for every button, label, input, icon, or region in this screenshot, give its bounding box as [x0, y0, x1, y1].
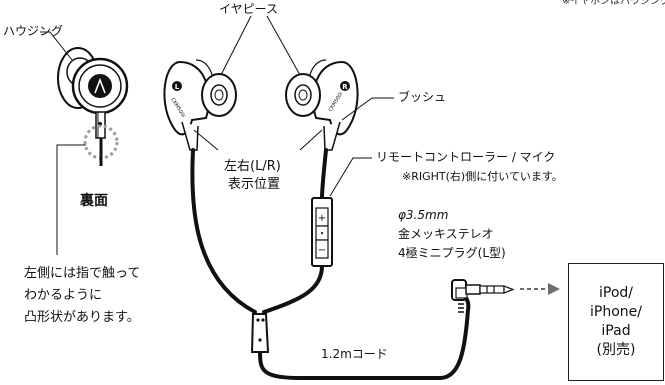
- right-earphone: R CKM500i: [285, 59, 359, 151]
- cord-length-label: 1.2mコード: [321, 347, 388, 361]
- remote-controller: + ・ −: [311, 197, 333, 267]
- eartip-label: イヤピース: [219, 2, 279, 16]
- volume-up-button: +: [318, 213, 326, 224]
- connection-arrow-head: [548, 283, 560, 295]
- eartip-leader-left: [220, 15, 252, 76]
- device-sold-separately: (別売): [596, 341, 636, 358]
- left-earphone: L CKM500i: [163, 59, 237, 151]
- device-iphone: iPhone/: [590, 304, 642, 321]
- back-view-earphone: [57, 47, 129, 166]
- remote-mic-label: リモートコントローラー / マイク: [376, 150, 556, 164]
- clipped-note: ※イヤホンはハウジング: [562, 0, 665, 7]
- eartip-leader-right: [266, 15, 301, 76]
- left-mark: L: [175, 83, 180, 91]
- plug-spec-line-1: φ3.5mm: [398, 208, 449, 222]
- bump-note-line-2: わかるように: [24, 288, 103, 303]
- center-button: ・: [317, 229, 327, 240]
- cords: [190, 148, 471, 380]
- housing-label: ハウジング: [3, 24, 64, 38]
- plug-spec-line-2: 金メッキステレオ: [398, 227, 494, 241]
- bump-leader: [56, 144, 86, 255]
- device-ipad: iPad: [601, 323, 631, 339]
- volume-down-button: −: [318, 245, 326, 256]
- right-mark: R: [342, 83, 348, 91]
- push-leader: [341, 97, 394, 121]
- right-side-note: ※RIGHT(右)側に付いています。: [402, 170, 563, 183]
- plug-spec-line-3: 4極ミニプラグ(L型): [398, 246, 506, 260]
- l-type-plug: [451, 279, 515, 313]
- device-ipod: iPod/: [598, 285, 633, 302]
- remote-leader: [329, 157, 372, 197]
- back-side-label: 裏面: [80, 193, 108, 209]
- lr-position-label-2: 表示位置: [228, 177, 281, 192]
- y-splitter: [250, 313, 270, 353]
- lr-position-label-1: 左右(L/R): [224, 159, 281, 174]
- compatible-device-box: iPod/ iPhone/ iPad (別売): [568, 263, 664, 381]
- bump-note-line-3: 凸形状があります。: [24, 310, 140, 325]
- bump-note-line-1: 左側には指で触って: [24, 266, 141, 281]
- push-label: ブッシュ: [398, 90, 447, 104]
- housing-leader: [40, 31, 73, 61]
